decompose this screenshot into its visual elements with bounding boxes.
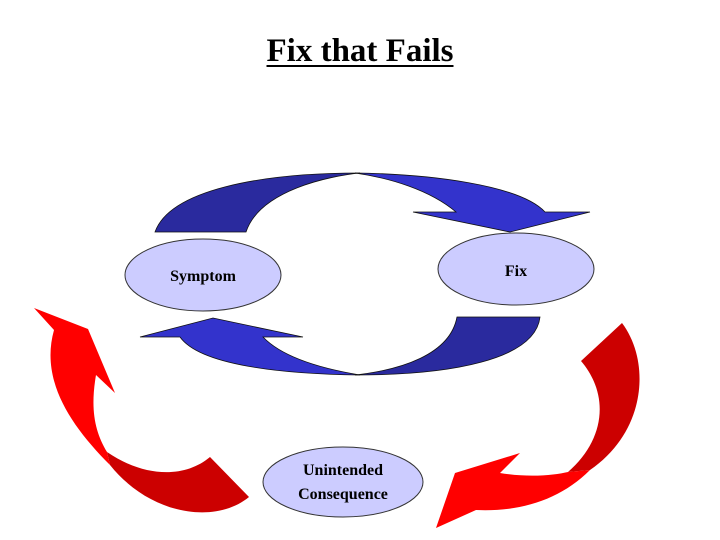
arrow-fix-to-consequence-head <box>436 453 590 528</box>
symptom-label: Symptom <box>170 268 236 285</box>
consequence-label-line2: Consequence <box>298 486 388 503</box>
arrow-fix-to-symptom-tail <box>354 316 541 376</box>
symptom-ellipse <box>124 238 282 312</box>
arrow-symptom-to-fix-head <box>354 172 591 233</box>
arrow-fix-to-symptom-head <box>139 317 361 376</box>
consequence-label-line1: Unintended <box>303 462 383 479</box>
fix-label: Fix <box>505 263 527 280</box>
arrow-consequence-to-symptom-head <box>34 308 115 465</box>
arrow-fix-to-symptom <box>139 316 541 376</box>
arrow-symptom-to-fix-tail <box>154 172 361 233</box>
node-symptom: Symptom <box>124 238 282 312</box>
arrow-fix-to-consequence-tail <box>568 323 640 472</box>
page-title: Fix that Fails <box>266 33 454 69</box>
fix-ellipse <box>437 232 595 306</box>
arrow-consequence-to-symptom-tail <box>107 452 249 513</box>
arrow-symptom-to-fix <box>154 172 591 233</box>
node-unintended-consequence: Unintended Consequence <box>262 446 424 518</box>
node-fix: Fix <box>437 232 595 306</box>
consequence-ellipse <box>262 446 424 518</box>
arrow-consequence-to-symptom <box>34 308 249 513</box>
arrow-fix-to-consequence <box>436 323 640 528</box>
